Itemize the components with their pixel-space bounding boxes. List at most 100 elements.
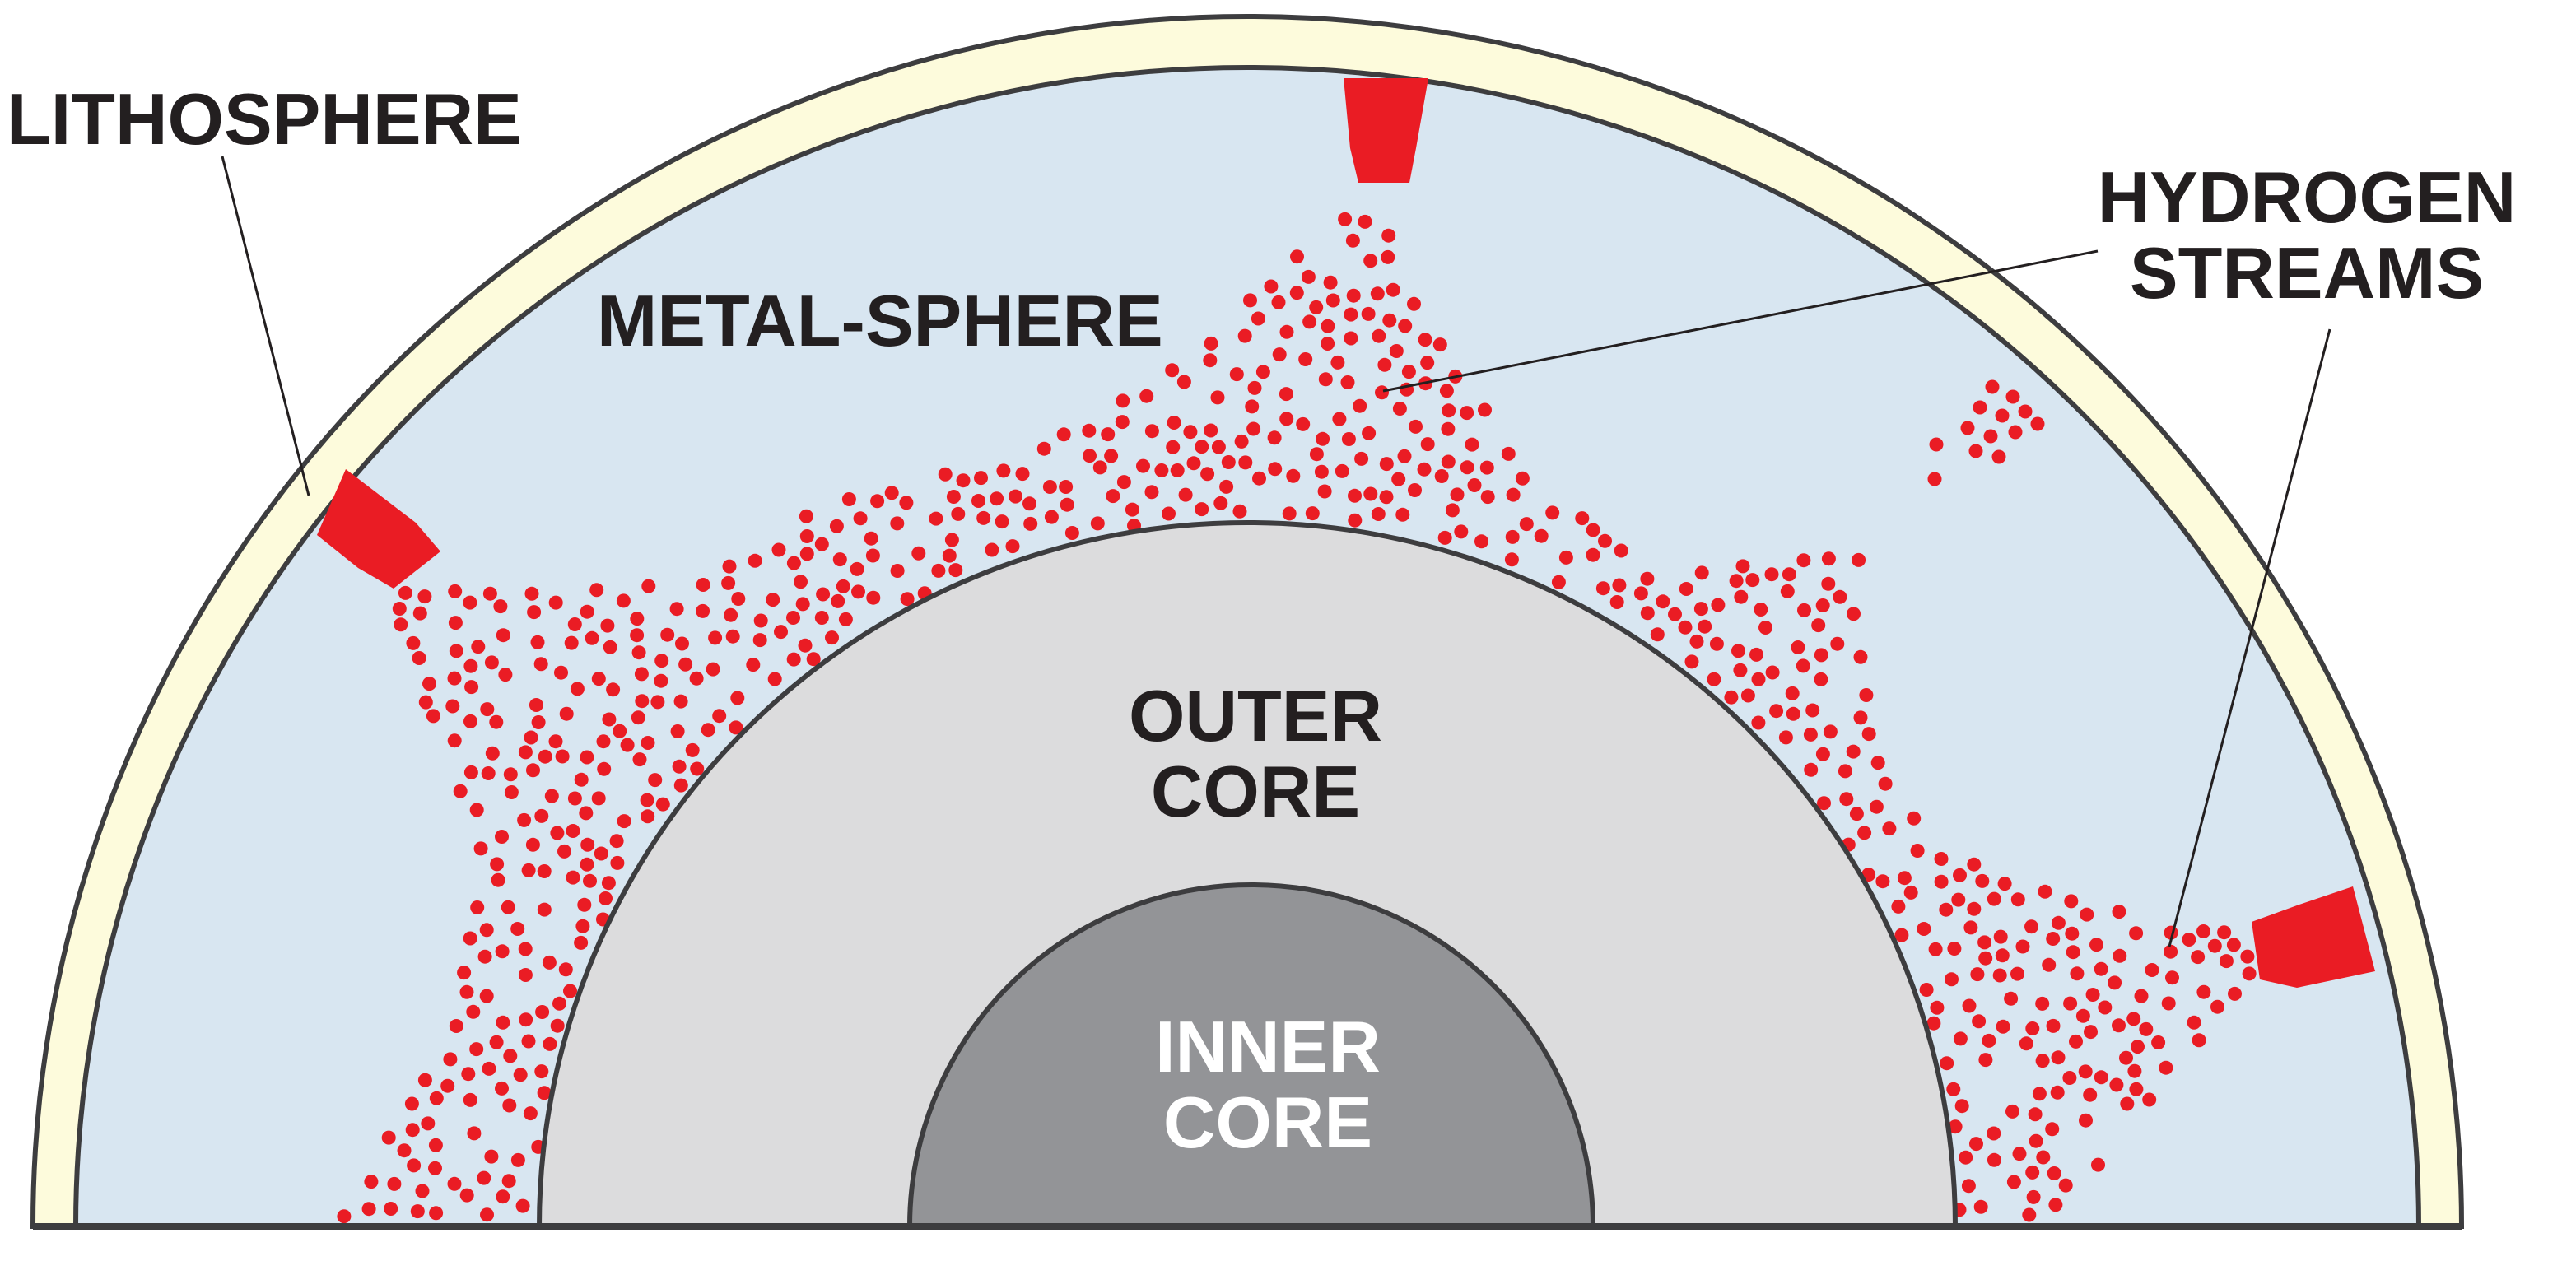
hydrogen-dot	[412, 606, 427, 621]
hydrogen-dot	[1985, 379, 2000, 394]
hydrogen-dot	[496, 1015, 510, 1030]
hydrogen-dot	[1398, 319, 1413, 333]
hydrogen-dot	[548, 734, 563, 749]
hydrogen-dot	[2080, 907, 2094, 922]
hydrogen-dot	[518, 942, 533, 956]
hydrogen-dot	[405, 1123, 420, 1138]
hydrogen-dot	[1082, 423, 1097, 438]
hydrogen-dot	[1353, 398, 1367, 413]
hydrogen-dot	[559, 706, 574, 721]
hydrogen-dot	[956, 473, 971, 488]
hydrogen-dot	[415, 1184, 430, 1198]
hydrogen-dot	[515, 1198, 530, 1213]
hydrogen-leader-line-right	[2168, 328, 2331, 947]
hydrogen-dot	[463, 931, 477, 946]
hydrogen-dot	[477, 1170, 491, 1185]
hydrogen-dot	[596, 734, 611, 749]
hydrogen-dot	[654, 673, 668, 688]
hydrogen-dot	[2196, 924, 2210, 938]
hydrogen-dot	[1987, 891, 2001, 906]
hydrogen-dot	[1519, 517, 1534, 532]
metal-sphere-label: METAL-SPHERE	[597, 280, 1163, 361]
hydrogen-dot	[1162, 506, 1176, 521]
lithosphere-leader-line	[221, 156, 310, 496]
hydrogen-dot	[1993, 929, 2008, 944]
hydrogen-dot	[337, 1209, 352, 1224]
hydrogen-dot	[567, 791, 582, 806]
hydrogen-dot	[1059, 480, 1074, 494]
hydrogen-dot	[1764, 567, 1779, 582]
hydrogen-dot	[526, 763, 540, 778]
hydrogen-dot	[2139, 1021, 2154, 1036]
hydrogen-dot	[1796, 658, 1810, 673]
hydrogen-dot	[1213, 496, 1228, 510]
hydrogen-dot	[485, 746, 500, 761]
hydrogen-dot	[2032, 1087, 2047, 1101]
hydrogen-dot	[2015, 939, 2030, 954]
hydrogen-dot	[585, 630, 599, 645]
hydrogen-dot	[1183, 425, 1198, 440]
hydrogen-dot	[1375, 385, 1389, 400]
hydrogen-dot	[1302, 314, 1317, 329]
hydrogen-dot	[2036, 1150, 2051, 1165]
hydrogen-dot	[672, 759, 687, 774]
hydrogen-dot	[1460, 460, 1474, 475]
hydrogen-dot	[786, 556, 801, 570]
hydrogen-dot	[1778, 730, 1793, 745]
hydrogen-dot	[580, 604, 594, 619]
hydrogen-dot	[2187, 1015, 2201, 1030]
hydrogen-dot	[1814, 672, 1828, 686]
hydrogen-dot	[1797, 603, 1811, 617]
hydrogen-dot	[550, 1018, 565, 1033]
hydrogen-dot	[2065, 926, 2080, 941]
hydrogen-dot	[799, 547, 814, 561]
hydrogen-dot	[1870, 756, 1885, 770]
hydrogen-dot	[2145, 963, 2159, 977]
hydrogen-dot	[1733, 663, 1748, 677]
hydrogen-dot	[2091, 1157, 2105, 1172]
hydrogen-dot	[2127, 1063, 2142, 1078]
hydrogen-dot	[555, 749, 570, 764]
hydrogen-dot	[1894, 928, 1909, 942]
hydrogen-dot	[2008, 425, 2023, 440]
hydrogen-dot	[397, 1143, 412, 1158]
hydrogen-dot	[731, 592, 746, 606]
hydrogen-dot	[1953, 1031, 1968, 1046]
hydrogen-dot	[2108, 975, 2122, 990]
hydrogen-dot	[1869, 799, 1884, 814]
hydrogen-dot	[2075, 1008, 2090, 1023]
hydrogen-dot	[746, 658, 761, 672]
hydrogen-dot	[2196, 984, 2211, 999]
hydrogen-dot	[831, 593, 845, 608]
hydrogen-dot	[583, 873, 597, 888]
hydrogen-dot	[1960, 421, 1975, 435]
hydrogen-dot	[589, 583, 604, 598]
hydrogen-dot	[798, 638, 813, 653]
hydrogen-dot	[1805, 703, 1820, 718]
hydrogen-dot	[1633, 586, 1648, 601]
hydrogen-dot	[517, 812, 532, 827]
hydrogen-dot	[1272, 347, 1287, 362]
hydrogen-dot	[610, 855, 625, 870]
hydrogen-dot	[948, 563, 963, 578]
hydrogen-dot	[1656, 594, 1670, 609]
hydrogen-dot	[650, 695, 665, 710]
hydrogen-dot	[2094, 1070, 2108, 1085]
hydrogen-dot	[537, 902, 552, 917]
inner-core-layer	[906, 882, 1596, 1229]
hydrogen-dot	[1009, 489, 1022, 504]
hydrogen-dot	[836, 579, 850, 593]
hydrogen-dot	[1833, 589, 1847, 604]
hydrogen-dot	[1558, 550, 1573, 565]
hydrogen-dot	[771, 542, 786, 557]
hydrogen-dot	[724, 607, 738, 622]
hydrogen-dot	[1005, 539, 1020, 554]
hydrogen-dot	[1480, 490, 1495, 505]
hydrogen-dot	[482, 586, 497, 601]
hydrogen-dot	[1939, 902, 1954, 917]
hydrogen-dot	[1441, 454, 1456, 469]
hydrogen-dot	[2025, 1021, 2040, 1035]
hydrogen-dot	[1640, 606, 1655, 621]
hydrogen-dot	[971, 494, 985, 508]
hydrogen-dot	[1897, 871, 1912, 886]
